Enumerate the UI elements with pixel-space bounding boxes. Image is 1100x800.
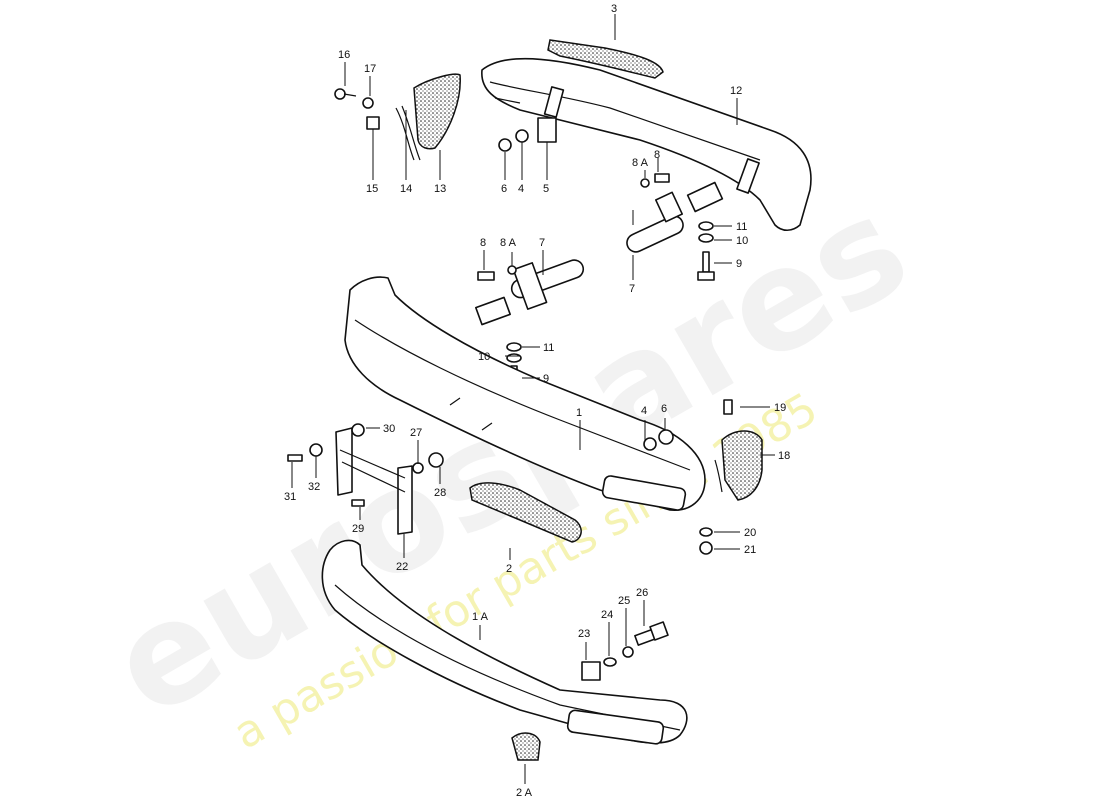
washer-part-4-upper <box>515 129 529 143</box>
callout-4-upper: 4 <box>518 183 524 195</box>
callout-16: 16 <box>338 49 350 61</box>
washer-stack-right <box>697 221 715 281</box>
rear-pad-part-3 <box>547 39 664 79</box>
nut-part-8a-right <box>640 178 650 188</box>
callout-8a-right: 8 A <box>632 157 649 169</box>
callout-9-right: 9 <box>736 258 742 270</box>
bolt-part-26 <box>634 621 669 646</box>
callout-24: 24 <box>601 609 613 621</box>
front-bumper-part-1 <box>344 276 706 511</box>
washer-part-20 <box>699 527 713 537</box>
end-cap-part-18 <box>721 430 763 501</box>
washer-part-24 <box>603 657 617 667</box>
callout-1: 1 <box>576 407 582 419</box>
leader-lines <box>291 14 775 784</box>
shock-absorber-part-7-right <box>626 181 724 253</box>
callout-6-upper: 6 <box>501 183 507 195</box>
watermark-brand: eurospares <box>86 166 934 750</box>
callout-14: 14 <box>400 183 412 195</box>
nut-part-28 <box>428 452 444 468</box>
callout-23: 23 <box>578 628 590 640</box>
pad-part-2 <box>469 482 582 543</box>
callout-7-left: 7 <box>539 237 545 249</box>
pad-part-2a <box>511 732 541 761</box>
callout-15: 15 <box>366 183 378 195</box>
callout-9-left: 9 <box>543 373 549 385</box>
nut-part-6-upper <box>498 138 512 152</box>
callout-13: 13 <box>434 183 446 195</box>
callout-1a: 1 A <box>472 611 489 623</box>
washer-part-17 <box>362 97 374 109</box>
callout-27: 27 <box>410 427 422 439</box>
bumper-part-1a <box>321 539 688 745</box>
callout-8-right: 8 <box>654 149 660 161</box>
bolt-part-8-right <box>654 173 670 183</box>
callout-3: 3 <box>611 3 617 15</box>
callout-11-left: 11 <box>543 342 554 354</box>
callout-2a: 2 A <box>516 787 533 799</box>
bracket-part-23 <box>581 661 601 681</box>
callout-25: 25 <box>618 595 630 607</box>
bolt-part-8-left <box>477 271 495 281</box>
callout-10-left: 10 <box>478 351 490 363</box>
seal-part-18 <box>714 459 723 493</box>
callout-20: 20 <box>744 527 756 539</box>
side-shell-part-13 <box>413 73 461 150</box>
screw-part-19 <box>723 399 733 415</box>
callout-11-right: 11 <box>736 221 747 233</box>
callout-30: 30 <box>383 423 395 435</box>
callout-19: 19 <box>774 402 786 414</box>
screw-part-16 <box>334 88 357 100</box>
callout-5: 5 <box>543 183 549 195</box>
screw-part-31 <box>287 454 303 462</box>
callout-10-right: 10 <box>736 235 748 247</box>
callout-6-lower: 6 <box>661 403 667 415</box>
clip-nut-part-30 <box>351 423 365 437</box>
callout-7-right: 7 <box>629 283 635 295</box>
callout-2: 2 <box>506 563 512 575</box>
callout-29: 29 <box>352 523 364 535</box>
callout-26: 26 <box>636 587 648 599</box>
callout-8-left: 8 <box>480 237 486 249</box>
nut-part-8a-left <box>507 265 517 275</box>
bracket-assembly <box>335 427 413 535</box>
callout-21: 21 <box>744 544 756 556</box>
callout-31: 31 <box>284 491 296 503</box>
callout-32: 32 <box>308 481 320 493</box>
callout-17: 17 <box>364 63 376 75</box>
lock-washer-part-25 <box>622 646 634 658</box>
washer-part-4-lower <box>643 437 657 451</box>
callout-8a-left: 8 A <box>500 237 517 249</box>
washer-part-32 <box>309 443 323 457</box>
clip-part-15 <box>366 116 380 130</box>
callout-22: 22 <box>396 561 408 573</box>
callout-12: 12 <box>730 85 742 97</box>
bracket-part-5 <box>537 117 557 143</box>
callout-4-lower: 4 <box>641 405 647 417</box>
shock-absorber-part-7-left <box>475 259 585 326</box>
nut-part-21 <box>699 541 713 555</box>
callout-labels: 3 16 17 15 14 13 6 4 5 12 8 A 8 7 11 10 … <box>284 3 790 799</box>
callout-18: 18 <box>778 450 790 462</box>
washer-part-27 <box>412 462 424 474</box>
screw-part-29 <box>351 499 365 507</box>
rear-bumper-part-12 <box>481 57 812 232</box>
nut-part-6-lower <box>658 429 674 445</box>
callout-28: 28 <box>434 487 446 499</box>
